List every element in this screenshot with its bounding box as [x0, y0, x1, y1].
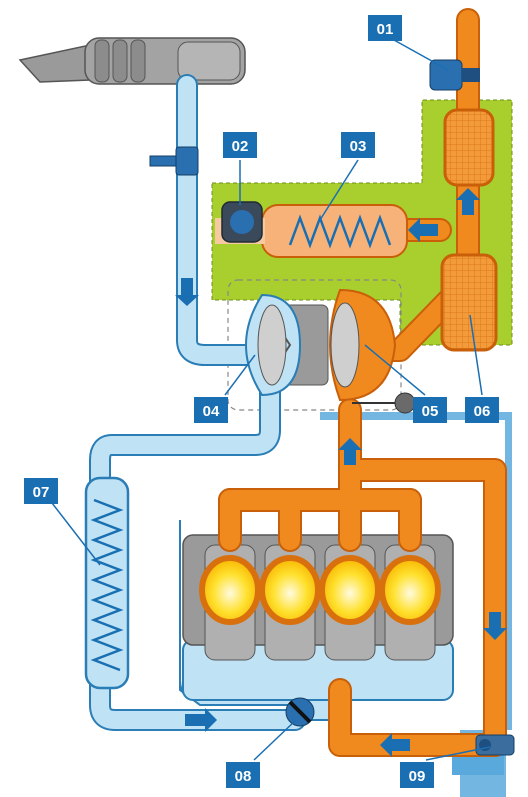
exhaust-flap-09	[475, 734, 515, 756]
flow-arrows	[175, 188, 507, 757]
exhaust-flap-01	[429, 59, 480, 91]
svg-text:07: 07	[33, 484, 50, 501]
svg-text:08: 08	[235, 768, 252, 785]
egr-valve	[221, 201, 263, 243]
svg-text:01: 01	[377, 21, 394, 38]
wastegate-actuator	[352, 392, 416, 414]
label-05: 05	[413, 397, 447, 423]
arrow-down-intake	[175, 278, 199, 306]
arrow-down-bypass	[483, 612, 507, 640]
intake-sensor	[149, 146, 199, 176]
label-08: 08	[226, 762, 260, 788]
air-intake-box	[18, 37, 246, 85]
label-09: 09	[400, 762, 434, 788]
label-04: 04	[194, 397, 228, 423]
svg-text:05: 05	[422, 403, 439, 420]
label-02: 02	[223, 132, 257, 158]
arrow-up-exhaust	[338, 438, 362, 465]
svg-text:03: 03	[350, 138, 367, 155]
label-06: 06	[465, 397, 499, 423]
arrow-left-return	[380, 733, 410, 757]
combustion-chambers	[199, 555, 441, 625]
egr-cooler	[261, 204, 408, 258]
particulate-filter-06	[440, 253, 498, 352]
svg-text:02: 02	[232, 138, 249, 155]
svg-text:04: 04	[203, 403, 220, 420]
label-01: 01	[368, 15, 402, 41]
label-03: 03	[341, 132, 375, 158]
svg-text:06: 06	[474, 403, 491, 420]
label-07: 07	[24, 478, 58, 504]
arrow-right-intake	[185, 708, 217, 732]
intercooler	[84, 476, 130, 690]
turbocharger	[245, 288, 397, 402]
throttle-valve-08	[285, 697, 315, 727]
arrow-up-cat	[456, 188, 480, 215]
catalytic-converter-upper	[443, 108, 495, 187]
arrow-left-egr	[408, 218, 438, 242]
svg-text:09: 09	[409, 768, 426, 785]
